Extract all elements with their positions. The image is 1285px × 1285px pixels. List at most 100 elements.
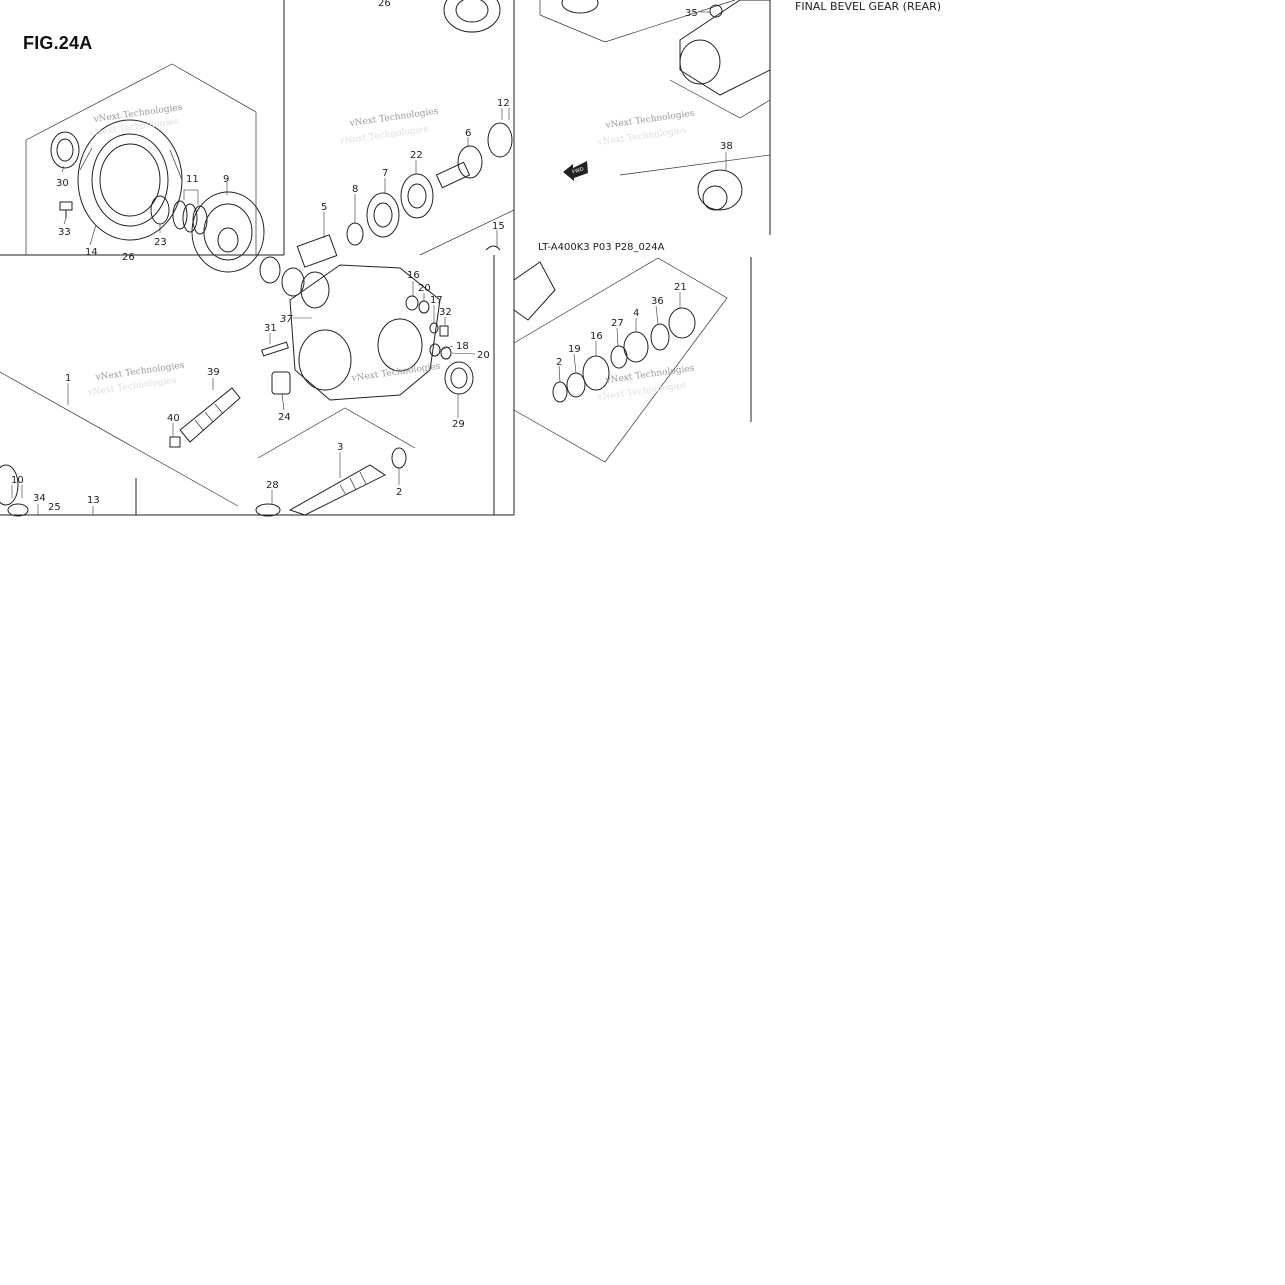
washer-20 <box>418 300 430 314</box>
callout: 31 <box>264 323 277 334</box>
callout: 18 <box>456 341 469 352</box>
oil-seal-30 <box>50 131 80 169</box>
callout: 24 <box>278 412 291 423</box>
watermarks: vNext Technologies vNext Technologies vN… <box>86 103 695 404</box>
callout: 39 <box>207 367 220 378</box>
propeller-shaft-3 <box>288 464 386 516</box>
callout: 11 <box>186 174 199 185</box>
bolt-32 <box>439 325 449 337</box>
nut-35 <box>709 4 723 18</box>
callout: 36 <box>651 296 664 307</box>
callout: 14 <box>85 247 98 258</box>
callout: 16 <box>407 270 420 281</box>
callout: 17 <box>430 295 443 306</box>
callout: 6 <box>465 128 471 139</box>
bearing <box>561 0 599 14</box>
circlip-36 <box>650 323 670 351</box>
o-ring-16 <box>405 295 419 311</box>
bevel-pinion-6 <box>435 145 483 189</box>
fwd-arrow-icon: FWD <box>563 161 588 181</box>
seal-21 <box>668 307 696 339</box>
bolt-33 <box>59 201 73 218</box>
callout: 34 <box>33 493 46 504</box>
ring-12 <box>487 122 513 158</box>
bearing-7 <box>366 192 400 238</box>
clip-15 <box>485 245 501 251</box>
callout: 16 <box>590 331 603 342</box>
callout: 19 <box>568 344 581 355</box>
callout: 32 <box>439 307 452 318</box>
callout: 20 <box>418 283 431 294</box>
washer-19 <box>566 372 586 398</box>
shaft-box-outline <box>257 407 416 459</box>
callout: 2 <box>556 357 562 368</box>
yoke <box>513 261 556 321</box>
callout: 37 <box>280 314 293 325</box>
callout: 28 <box>266 480 279 491</box>
callout: 27 <box>611 318 624 329</box>
boot-39 <box>179 387 241 443</box>
rear-housing <box>679 0 771 96</box>
figure-title: FIG.24A <box>23 33 93 53</box>
callout: 30 <box>56 178 69 189</box>
callout: 35 <box>685 8 698 19</box>
divider-line <box>419 209 515 256</box>
bearing-23 <box>150 195 170 225</box>
callout: 21 <box>674 282 687 293</box>
callout-labels: 26 35 30 11 9 33 23 14 26 12 6 22 7 8 5 … <box>11 0 733 513</box>
lower-box-outline <box>0 371 239 507</box>
seal-16 <box>582 355 610 391</box>
stud-31 <box>261 341 289 357</box>
sub-diagram-reference: LT-A400K3 P03 P28_024A <box>538 242 665 253</box>
circlip-2 <box>391 447 407 469</box>
seal-box-outline <box>513 257 728 463</box>
callout: 1 <box>65 373 71 384</box>
top-box-outline <box>669 79 771 119</box>
divider-line <box>619 154 771 176</box>
oil-seal-29 <box>444 361 474 395</box>
callout: 13 <box>87 495 100 506</box>
sleeve-5 <box>296 234 338 268</box>
callout: 5 <box>321 202 327 213</box>
ring <box>259 256 281 284</box>
callout: 8 <box>352 184 358 195</box>
o-ring-18 <box>429 343 441 357</box>
washer-20 <box>440 346 452 360</box>
cap-38 <box>697 169 743 211</box>
svg-text:FWD: FWD <box>572 166 585 175</box>
callout: 4 <box>633 308 639 319</box>
callout: 10 <box>11 475 24 486</box>
ring <box>281 267 305 297</box>
watermark: vNext Technologies <box>350 362 441 385</box>
bearing-4 <box>623 331 649 363</box>
spacer-8 <box>346 222 364 246</box>
bevel-ring-gear-9 <box>191 191 265 273</box>
bearing-22 <box>400 173 434 219</box>
circlip-2 <box>552 381 568 403</box>
gear-case-cover-14 <box>77 119 183 241</box>
callout: 38 <box>720 141 733 152</box>
washer-34 <box>7 503 29 517</box>
callout: 15 <box>492 221 505 232</box>
callout: 23 <box>154 237 167 248</box>
figure-caption: FINAL BEVEL GEAR (REAR) <box>795 0 942 13</box>
ring-28 <box>255 503 281 517</box>
callout: 33 <box>58 227 71 238</box>
bevel-gear-26 <box>443 0 501 33</box>
cover-box-outline <box>25 63 257 141</box>
leader-lines <box>11 11 727 515</box>
callout: 25 <box>48 502 61 513</box>
plug-17 <box>429 322 439 334</box>
callout: 29 <box>452 419 465 430</box>
callout: 12 <box>497 98 510 109</box>
shim-set-11 <box>172 200 208 235</box>
callout: 2 <box>396 487 402 498</box>
gear-10 <box>0 464 19 506</box>
gear-case-housing <box>289 264 441 401</box>
callout: 3 <box>337 442 343 453</box>
callout: 7 <box>382 168 388 179</box>
callout: 9 <box>223 174 229 185</box>
callout: 22 <box>410 150 423 161</box>
needle-bearing-24 <box>271 371 291 395</box>
